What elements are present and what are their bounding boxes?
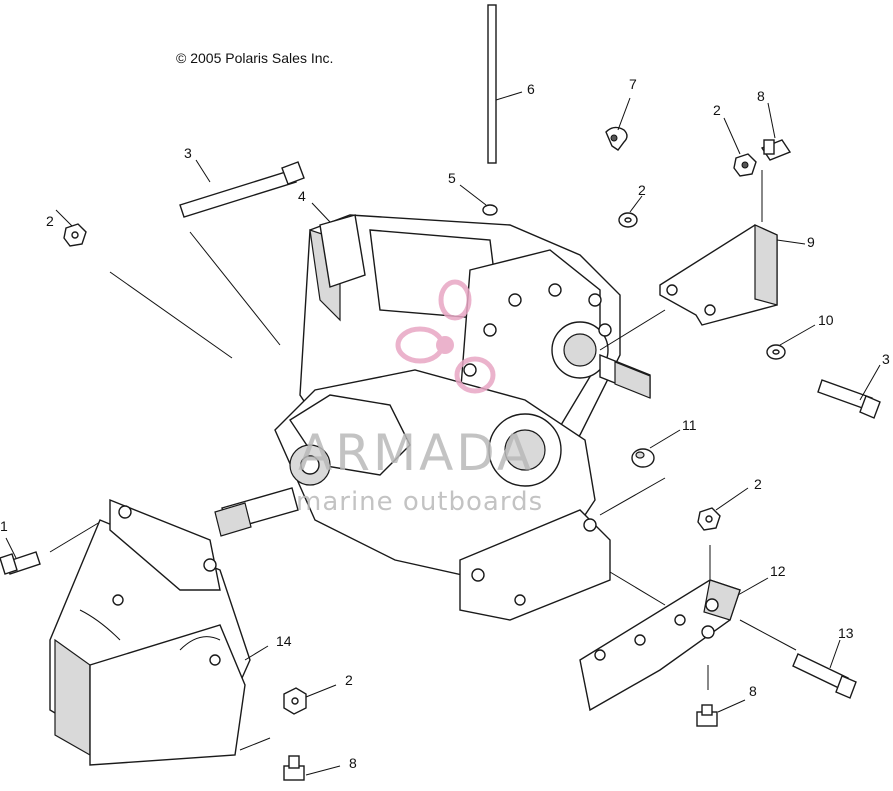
part-11-fitting	[631, 429, 681, 468]
part-10-washer	[766, 324, 816, 360]
callout-13: 13	[838, 625, 854, 641]
callout-14: 14	[276, 633, 292, 649]
part-5-plug	[459, 184, 498, 216]
callout-2: 2	[638, 182, 646, 198]
callout-3: 3	[184, 145, 192, 161]
part-2-nut-top-right	[723, 117, 757, 177]
part-9-bracket	[599, 170, 806, 351]
part-2-nut-lower	[283, 684, 337, 715]
watermark-brand: ARMADA	[298, 424, 534, 482]
part-8-bolt-bottom	[283, 755, 341, 781]
part-8-bolt-lower-right	[696, 665, 746, 727]
callout-2: 2	[46, 213, 54, 229]
callout-10: 10	[818, 312, 834, 328]
part-2-nut-left	[55, 209, 87, 247]
part-4-transmission	[214, 202, 651, 621]
part-3-bolt-right	[817, 364, 881, 419]
part-7-clip	[605, 97, 631, 151]
callout-7: 7	[629, 76, 637, 92]
callout-9: 9	[807, 234, 815, 250]
callout-8: 8	[749, 683, 757, 699]
callout-3: 3	[882, 351, 890, 367]
callout-4: 4	[298, 188, 306, 204]
callout-5: 5	[448, 170, 456, 186]
callout-2: 2	[713, 102, 721, 118]
callout-11: 11	[682, 417, 697, 433]
callout-2: 2	[345, 672, 353, 688]
callout-8: 8	[757, 88, 765, 104]
callout-1: 1	[0, 518, 8, 534]
part-14-bracket	[49, 498, 271, 766]
watermark-logo	[395, 279, 496, 394]
callout-12: 12	[770, 563, 786, 579]
part-6-rod	[487, 4, 523, 164]
callout-8: 8	[349, 755, 357, 771]
part-3-bolt-left	[179, 159, 305, 218]
copyright-text: © 2005 Polaris Sales Inc.	[176, 50, 333, 66]
watermark-tagline: marine outboards	[296, 487, 543, 517]
part-2-nut-right	[697, 487, 749, 590]
part-1-bolt	[0, 521, 101, 575]
part-12-bracket	[579, 577, 797, 712]
part-13-bolt	[792, 639, 857, 699]
callout-2: 2	[754, 476, 762, 492]
part-8-bolt-top-right	[760, 102, 792, 161]
callout-6: 6	[527, 81, 535, 97]
part-2-washer-top	[618, 195, 643, 228]
